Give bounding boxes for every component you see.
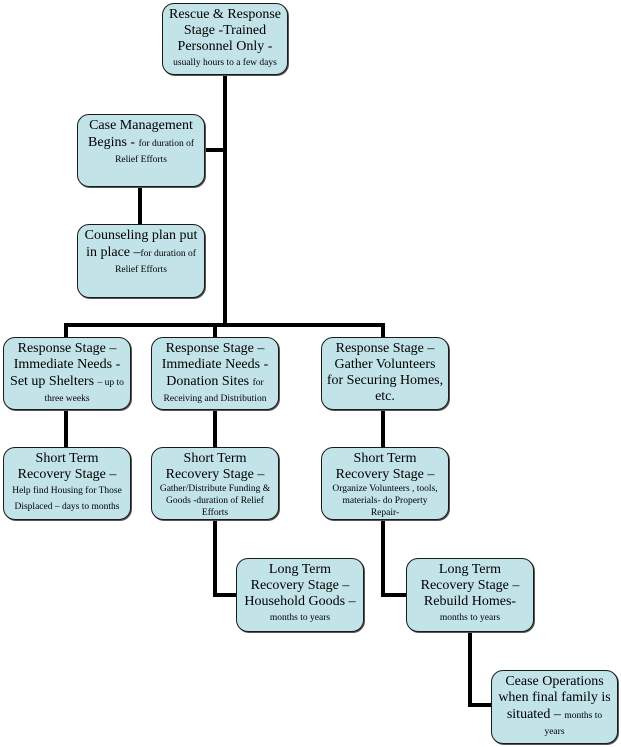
node-shelters-line2: Immediate Needs -	[13, 357, 121, 372]
node-case-mgmt-detail-inline: for duration of	[138, 139, 194, 149]
node-shelters-detail-inline: – up to	[97, 378, 124, 388]
node-household-line1: Long Term	[268, 562, 332, 577]
node-donation-line1: Response Stage –	[165, 341, 265, 356]
node-funding-line1: Short Term	[183, 451, 247, 466]
node-rebuild-detail: months to years	[439, 613, 501, 623]
node-counseling-detail-inline: for duration of	[140, 249, 196, 259]
node-counseling-title: Counseling plan put	[84, 228, 198, 243]
node-funding-detail3: Efforts	[201, 508, 229, 518]
node-cease-operations: Cease Operations when final family is si…	[491, 670, 618, 744]
node-volunteers-line3: for Securing Homes,	[326, 373, 444, 388]
node-shelters-detail: three weeks	[44, 394, 90, 404]
node-response-donation-sites: Response Stage – Immediate Needs - Donat…	[151, 337, 279, 410]
node-volunteers-line4: etc.	[375, 389, 395, 404]
node-donation-line3: Donation Sites	[166, 374, 253, 389]
node-donation-detail: Receiving and Distribution	[163, 394, 267, 404]
node-cease-detail: years	[544, 727, 565, 737]
node-donation-detail-inline: for	[252, 378, 264, 388]
node-funding-detail2: Goods -duration of Relief	[166, 496, 264, 506]
node-household-detail: months to years	[269, 613, 331, 623]
node-housing-line2: Recovery Stage –	[17, 467, 117, 482]
node-counseling-detail: Relief Efforts	[115, 265, 167, 275]
node-counseling-plan: Counseling plan put in place –for durati…	[77, 224, 205, 298]
node-volunteers-line2: Gather Volunteers	[334, 357, 436, 372]
node-rescue-detail: usually hours to a few days	[173, 58, 277, 68]
node-short-term-funding: Short Term Recovery Stage – Gather/Distr…	[151, 447, 279, 520]
node-rebuild-line2: Recovery Stage –	[420, 578, 520, 593]
node-case-management: Case Management Begins - for duration of…	[77, 114, 205, 187]
node-housing-detail2: Displaced – days to months	[14, 502, 120, 512]
node-cease-line3: situated –	[506, 707, 565, 722]
node-volunteers-line1: Response Stage –	[335, 341, 435, 356]
node-case-mgmt-detail: Relief Efforts	[115, 155, 167, 165]
node-organize-detail1: Organize Volunteers , tools,	[332, 484, 438, 494]
node-long-term-rebuild: Long Term Recovery Stage – Rebuild Homes…	[406, 558, 534, 632]
node-funding-detail1: Gather/Distribute Funding &	[159, 484, 271, 494]
node-rebuild-line1: Long Term	[438, 562, 502, 577]
node-response-shelters: Response Stage – Immediate Needs - Set u…	[3, 337, 131, 410]
node-funding-line2: Recovery Stage –	[165, 467, 265, 482]
node-household-line3: Household Goods –	[244, 594, 356, 609]
node-counseling-title-2: in place –	[86, 245, 141, 260]
node-cease-detail-inline: months to	[564, 711, 603, 721]
node-long-term-household: Long Term Recovery Stage – Household Goo…	[236, 558, 364, 632]
node-organize-line1: Short Term	[353, 451, 417, 466]
node-cease-line1: Cease Operations	[505, 674, 604, 689]
node-rebuild-line3: Rebuild Homes-	[423, 594, 517, 609]
node-housing-detail1: Help find Housing for Those	[12, 486, 122, 496]
node-organize-detail2: materials- do Property	[342, 496, 428, 506]
node-household-line2: Recovery Stage –	[250, 578, 350, 593]
node-shelters-line3: Set up Shelters	[10, 374, 98, 389]
node-donation-line2: Immediate Needs -	[161, 357, 269, 372]
node-case-mgmt-title-2: Begins -	[88, 135, 139, 150]
node-organize-line2: Recovery Stage –	[335, 467, 435, 482]
node-rescue-response-stage: Rescue & Response Stage -Trained Personn…	[162, 3, 288, 75]
node-response-gather-volunteers: Response Stage – Gather Volunteers for S…	[321, 337, 449, 410]
node-housing-line1: Short Term	[35, 451, 99, 466]
node-organize-detail3: Repair-	[370, 508, 400, 518]
node-short-term-organize: Short Term Recovery Stage – Organize Vol…	[321, 447, 449, 520]
node-cease-line2: when final family is	[498, 690, 611, 705]
node-rescue-main: Rescue & Response Stage -Trained Personn…	[169, 7, 281, 54]
node-short-term-housing: Short Term Recovery Stage – Help find Ho…	[3, 447, 131, 520]
node-case-mgmt-title: Case Management	[89, 118, 193, 133]
node-shelters-line1: Response Stage –	[17, 341, 117, 356]
